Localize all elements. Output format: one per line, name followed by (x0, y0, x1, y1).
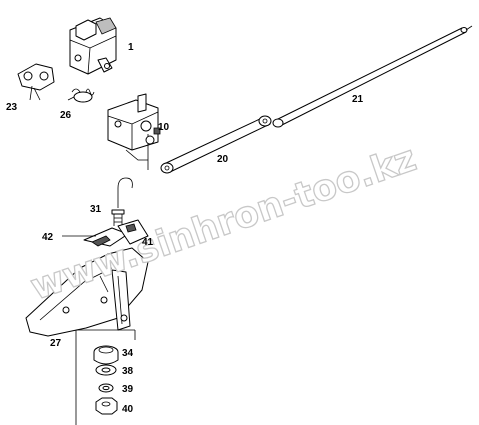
part-27-shift-bracket (25, 247, 149, 337)
part-40-nut (95, 397, 118, 415)
label-part-10: 10 (158, 122, 170, 133)
part-10-lever-bracket (107, 93, 161, 170)
label-part-39: 39 (122, 384, 134, 395)
part-38-washer (95, 364, 117, 376)
label-part-26: 26 (60, 110, 72, 121)
label-part-42: 42 (42, 232, 54, 243)
label-part-31: 31 (90, 204, 102, 215)
part-23-bracket (17, 63, 55, 101)
label-part-21: 21 (352, 94, 364, 105)
part-1-switch-housing (69, 17, 117, 75)
part-42-clip (62, 227, 129, 247)
label-part-27: 27 (50, 338, 62, 349)
label-part-41: 41 (142, 237, 154, 248)
label-part-40: 40 (122, 404, 134, 415)
label-part-23: 23 (6, 102, 18, 113)
fastener-group-bracket (75, 329, 136, 425)
part-21-long-rod (272, 25, 473, 128)
part-39-spring-washer (98, 383, 114, 393)
part-41-guide (117, 219, 149, 245)
label-part-1: 1 (128, 42, 134, 53)
part-20-link-rod (160, 115, 272, 174)
label-part-20: 20 (217, 154, 229, 165)
part-34-cap (93, 345, 119, 365)
part-31-hook-bolt (111, 177, 133, 226)
label-part-34: 34 (122, 348, 134, 359)
label-part-38: 38 (122, 366, 134, 377)
part-26-spring (67, 88, 95, 103)
